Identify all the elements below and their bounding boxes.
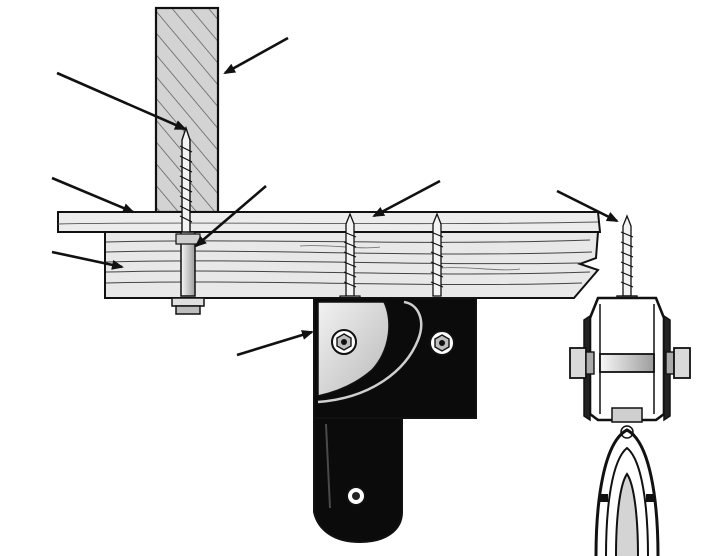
arrow-plank-left	[51, 176, 135, 214]
callout-arrows	[51, 36, 619, 357]
arrow-stud	[223, 36, 289, 75]
horizontal-plank	[57, 211, 602, 233]
arrow-pulley-screw	[556, 189, 619, 223]
plate-bolt	[429, 330, 455, 356]
carriage-bolt	[171, 231, 205, 315]
arrow-plank-mid	[372, 179, 441, 218]
wood-screw	[430, 212, 444, 297]
wood-screw	[179, 125, 193, 237]
arrow-bolt	[194, 185, 267, 248]
arrow-bracket	[236, 330, 314, 357]
arrow-screw-top	[56, 71, 187, 131]
steel-mounting-bracket	[313, 297, 477, 544]
pulley-assembly	[569, 214, 691, 556]
plate-bolt	[331, 329, 357, 355]
arrow-joist-left	[51, 250, 124, 270]
